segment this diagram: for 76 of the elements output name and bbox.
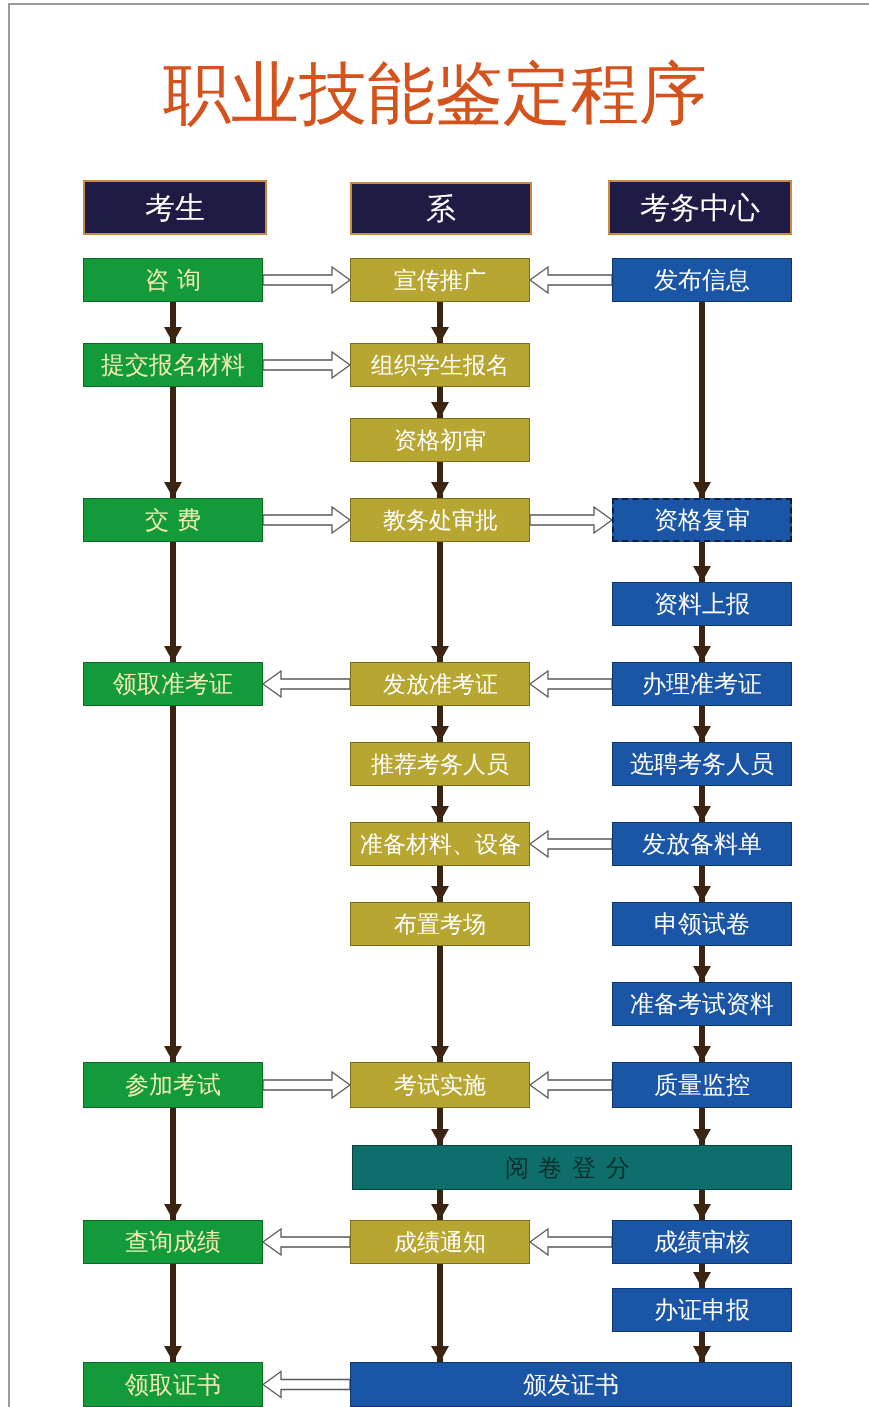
process-box: 发布信息 bbox=[612, 258, 792, 302]
arrow bbox=[693, 1332, 711, 1362]
process-box: 成绩审核 bbox=[612, 1220, 792, 1264]
process-box: 准备材料、设备 bbox=[350, 822, 530, 866]
arrow bbox=[693, 946, 711, 982]
arrow bbox=[693, 1264, 711, 1288]
hollow-arrow bbox=[261, 1370, 351, 1399]
hollow-arrow bbox=[262, 505, 352, 535]
hollow-arrow bbox=[262, 265, 352, 295]
process-box: 成绩通知 bbox=[350, 1220, 530, 1264]
hollow-arrow bbox=[528, 669, 613, 699]
process-box: 资格初审 bbox=[350, 418, 530, 462]
process-box: 教务处审批 bbox=[350, 498, 530, 542]
process-box: 申领试卷 bbox=[612, 902, 792, 946]
column-header: 考生 bbox=[83, 180, 267, 235]
arrow bbox=[693, 1108, 711, 1145]
arrow bbox=[431, 302, 449, 343]
process-box: 颁发证书 bbox=[350, 1362, 792, 1407]
hollow-arrow bbox=[262, 350, 352, 380]
arrow bbox=[164, 302, 182, 343]
process-box: 领取准考证 bbox=[83, 662, 263, 706]
hollow-arrow bbox=[262, 1070, 352, 1100]
hollow-arrow bbox=[529, 505, 614, 535]
arrow bbox=[693, 786, 711, 822]
arrow bbox=[693, 542, 711, 582]
process-box: 发放准考证 bbox=[350, 662, 530, 706]
process-box: 质量监控 bbox=[612, 1062, 792, 1108]
process-box: 宣传推广 bbox=[350, 258, 530, 302]
arrow bbox=[164, 1264, 182, 1362]
process-box: 办理准考证 bbox=[612, 662, 792, 706]
hollow-arrow bbox=[528, 829, 613, 859]
hollow-arrow bbox=[528, 265, 613, 295]
process-box: 咨 询 bbox=[83, 258, 263, 302]
process-box: 查询成绩 bbox=[83, 1220, 263, 1264]
process-box: 参加考试 bbox=[83, 1062, 263, 1108]
column-header: 考务中心 bbox=[608, 180, 792, 235]
process-box: 推荐考务人员 bbox=[350, 742, 530, 786]
process-box: 考试实施 bbox=[350, 1062, 530, 1108]
process-box: 提交报名材料 bbox=[83, 343, 263, 387]
arrow bbox=[431, 866, 449, 902]
arrow bbox=[693, 1026, 711, 1062]
process-box: 交 费 bbox=[83, 498, 263, 542]
arrow bbox=[431, 542, 449, 662]
arrow bbox=[431, 462, 449, 498]
arrow bbox=[164, 1108, 182, 1220]
title: 职业技能鉴定程序 bbox=[162, 53, 708, 135]
arrow bbox=[164, 542, 182, 662]
process-box: 选聘考务人员 bbox=[612, 742, 792, 786]
arrow bbox=[431, 706, 449, 742]
arrow bbox=[431, 1264, 449, 1362]
arrow bbox=[164, 387, 182, 498]
column-header: 系 bbox=[350, 182, 532, 235]
arrow bbox=[693, 302, 711, 498]
arrow bbox=[693, 626, 711, 662]
process-box: 组织学生报名 bbox=[350, 343, 530, 387]
process-box: 准备考试资料 bbox=[612, 982, 792, 1026]
hollow-arrow bbox=[528, 1070, 613, 1100]
hollow-arrow bbox=[261, 669, 351, 699]
process-box: 资料上报 bbox=[612, 582, 792, 626]
arrow bbox=[431, 946, 449, 1062]
hollow-arrow bbox=[528, 1227, 613, 1257]
process-box: 领取证书 bbox=[83, 1362, 263, 1407]
arrow bbox=[164, 706, 182, 1062]
arrow bbox=[693, 1190, 711, 1220]
process-box: 资格复审 bbox=[612, 498, 792, 542]
arrow bbox=[431, 387, 449, 418]
process-box: 阅卷登分 bbox=[352, 1145, 792, 1190]
arrow bbox=[431, 786, 449, 822]
process-box: 办证申报 bbox=[612, 1288, 792, 1332]
arrow bbox=[693, 706, 711, 742]
process-box: 发放备料单 bbox=[612, 822, 792, 866]
arrow bbox=[431, 1190, 449, 1220]
arrow bbox=[693, 866, 711, 902]
hollow-arrow bbox=[261, 1227, 351, 1257]
process-box: 布置考场 bbox=[350, 902, 530, 946]
arrow bbox=[431, 1108, 449, 1145]
